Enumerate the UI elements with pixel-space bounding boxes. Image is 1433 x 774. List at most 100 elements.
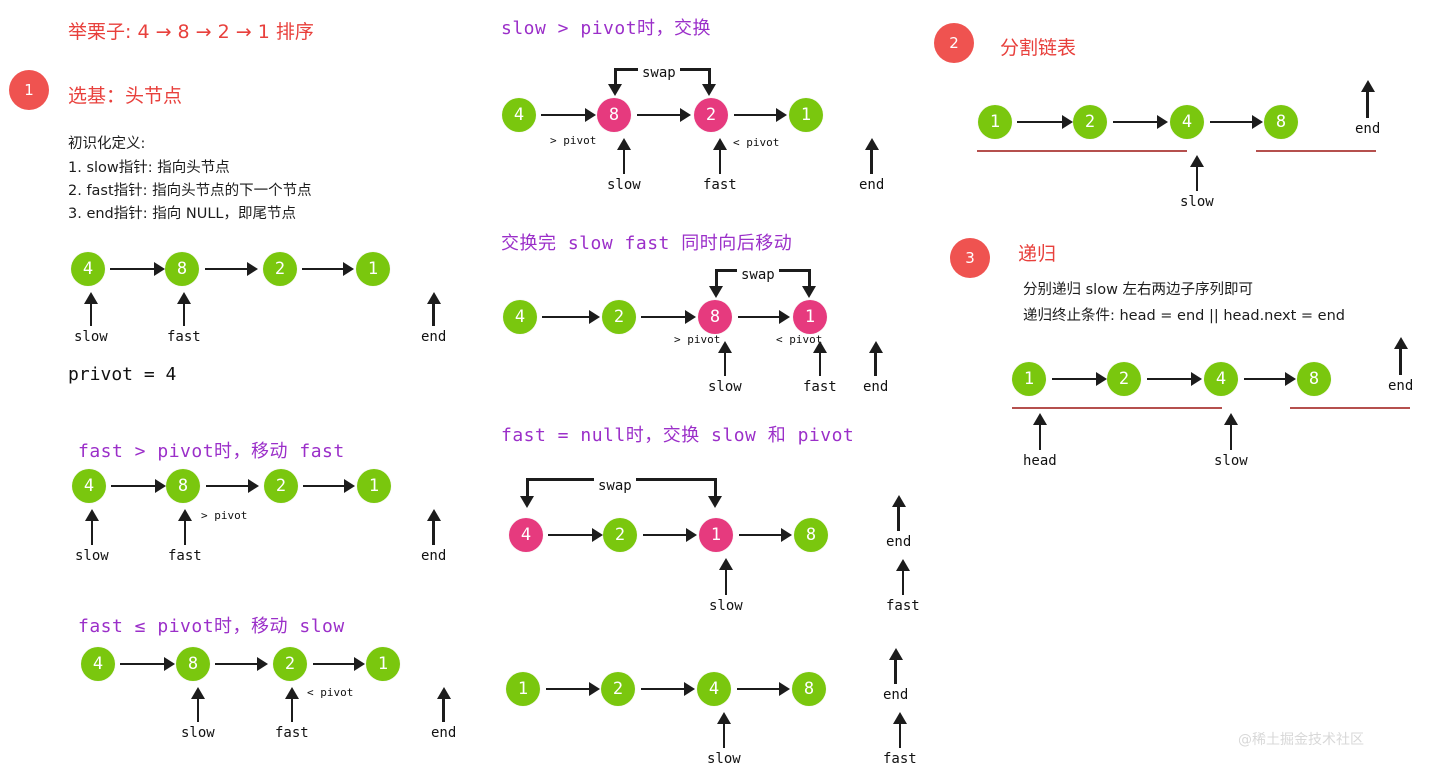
- swap-label: swap: [594, 478, 636, 494]
- list-node: 1: [789, 98, 823, 132]
- link-arrow: [1244, 372, 1296, 386]
- pointer-fast: fast: [275, 687, 309, 741]
- link-arrow: [303, 479, 355, 493]
- heading-slow-gt-pivot: slow > pivot时，交换: [501, 18, 712, 39]
- list-node: 1: [1012, 362, 1046, 396]
- pivot-note-gt: > pivot: [550, 134, 597, 147]
- pointer-slow: slow: [708, 341, 742, 395]
- heading-after-swap-move: 交换完 slow fast 同时向后移动: [501, 233, 793, 254]
- pivot-note-lt: < pivot: [307, 686, 354, 699]
- pivot-note-lt: < pivot: [733, 136, 780, 149]
- pointer-fast: fast: [167, 292, 201, 345]
- list-node: 2: [602, 300, 636, 334]
- link-arrow: [541, 108, 596, 122]
- step-badge-1: 1: [9, 70, 49, 110]
- list-node: 2: [264, 469, 298, 503]
- list-node: 4: [71, 252, 105, 286]
- step-3-heading: 递归: [1018, 243, 1057, 265]
- link-arrow: [313, 657, 365, 671]
- watermark: @稀土掘金技术社区: [1238, 732, 1364, 748]
- pointer-fast: fast: [703, 138, 737, 193]
- link-arrow: [110, 262, 165, 276]
- swap-label: swap: [737, 267, 779, 283]
- list-node: 2: [263, 252, 297, 286]
- link-arrow: [1210, 115, 1263, 129]
- list-node: 8: [597, 98, 631, 132]
- pivot-note-lt: < pivot: [776, 333, 823, 346]
- list-node: 1: [699, 518, 733, 552]
- split-underline-right: [1290, 407, 1410, 410]
- link-arrow: [1113, 115, 1168, 129]
- pointer-slow: slow: [75, 509, 109, 564]
- list-node: 8: [794, 518, 828, 552]
- pointer-head: head: [1023, 413, 1057, 469]
- pointer-label: end: [886, 534, 912, 550]
- link-arrow: [738, 310, 790, 324]
- pointer-label: end: [431, 725, 457, 741]
- intro-item-1: 1. slow指针: 指向头节点: [68, 160, 230, 176]
- pointer-label: slow: [708, 379, 742, 395]
- link-arrow: [637, 108, 691, 122]
- list-node: 2: [694, 98, 728, 132]
- link-arrow: [111, 479, 166, 493]
- step-badge-2: 2: [934, 23, 974, 63]
- pointer-label: head: [1023, 453, 1057, 469]
- pointer-slow: slow: [74, 292, 108, 345]
- pointer-label: fast: [883, 751, 917, 767]
- list-node: 8: [165, 252, 199, 286]
- pointer-label: end: [421, 329, 447, 345]
- heading-fast-le-pivot: fast ≤ pivot时，移动 slow: [78, 616, 345, 637]
- pointer-label: slow: [709, 598, 743, 614]
- pointer-label: end: [883, 687, 909, 703]
- link-arrow: [734, 108, 787, 122]
- pointer-slow: slow: [709, 558, 743, 614]
- list-node: 2: [1107, 362, 1141, 396]
- privot-value: privot = 4: [68, 364, 177, 385]
- pointer-label: slow: [707, 751, 741, 767]
- list-node: 2: [603, 518, 637, 552]
- pointer-end: end: [1355, 80, 1380, 137]
- list-node: 8: [698, 300, 732, 334]
- step-badge-3: 3: [950, 238, 990, 278]
- pointer-label: slow: [74, 329, 108, 345]
- list-node: 8: [176, 647, 210, 681]
- link-arrow: [546, 682, 600, 696]
- swap-label: swap: [638, 65, 680, 81]
- pointer-label: end: [1355, 121, 1381, 137]
- heading-fast-null-swap: fast = null时，交换 slow 和 pivot: [501, 425, 855, 446]
- link-arrow: [1147, 372, 1202, 386]
- split-underline-left: [1012, 407, 1222, 410]
- list-node: 1: [357, 469, 391, 503]
- intro-item-3: 3. end指针: 指向 NULL，即尾节点: [68, 206, 296, 222]
- step-2-heading: 分割链表: [1000, 37, 1077, 59]
- pointer-label: slow: [1180, 194, 1214, 210]
- pivot-note-gt: > pivot: [674, 333, 721, 346]
- split-underline-right: [1256, 150, 1376, 153]
- recursion-line-1: 分别递归 slow 左右两边子序列即可: [1023, 282, 1254, 298]
- list-node: 8: [166, 469, 200, 503]
- link-arrow: [120, 657, 175, 671]
- swap-bracket: swap: [607, 65, 717, 108]
- pointer-fast: fast: [803, 341, 837, 395]
- link-arrow: [739, 528, 792, 542]
- link-arrow: [737, 682, 790, 696]
- pointer-end: end: [863, 341, 888, 395]
- pointer-label: fast: [275, 725, 309, 741]
- split-underline-left: [977, 150, 1187, 153]
- link-arrow: [1017, 115, 1073, 129]
- link-arrow: [643, 528, 697, 542]
- link-arrow: [206, 479, 259, 493]
- pointer-end: end: [431, 687, 456, 741]
- pointer-label: fast: [168, 548, 202, 564]
- list-node: 4: [502, 98, 536, 132]
- step-1-heading: 选基：头节点: [68, 85, 183, 107]
- pointer-label: fast: [703, 177, 737, 193]
- list-node: 1: [506, 672, 540, 706]
- pointer-fast: fast: [883, 712, 917, 767]
- list-node: 4: [1204, 362, 1238, 396]
- pointer-end: end: [421, 292, 446, 345]
- pointer-label: end: [859, 177, 885, 193]
- intro-lead: 初识化定义:: [68, 136, 146, 152]
- list-node: 2: [273, 647, 307, 681]
- list-node: 1: [366, 647, 400, 681]
